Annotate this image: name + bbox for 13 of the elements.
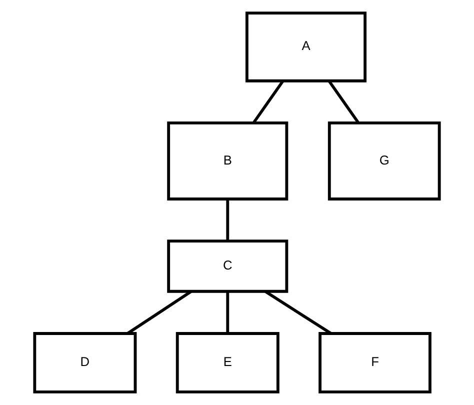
connector (252, 80, 284, 124)
node-box: D (33, 332, 137, 394)
node-box: F (318, 332, 432, 394)
connector (127, 290, 192, 334)
node-box: G (328, 122, 441, 200)
node-box: C (167, 240, 288, 293)
node-box: A (245, 12, 367, 82)
connector (226, 292, 230, 334)
node-box: B (167, 122, 288, 200)
connector (226, 199, 230, 241)
node-box: E (176, 332, 280, 394)
connector (264, 290, 332, 334)
connector (328, 80, 360, 124)
